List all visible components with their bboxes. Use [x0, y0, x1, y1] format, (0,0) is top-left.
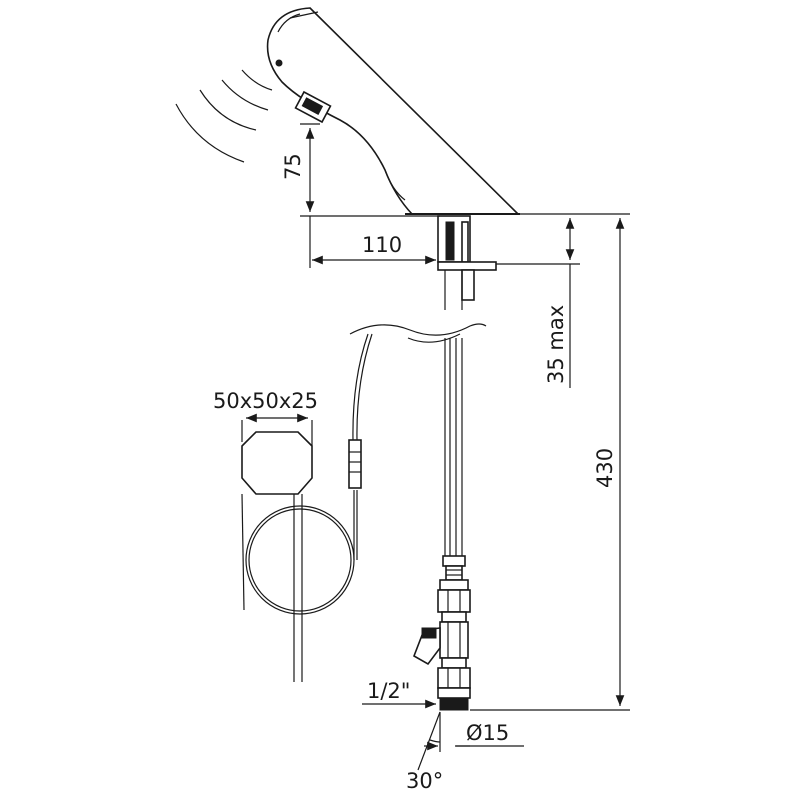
sensor-eye — [275, 59, 283, 67]
dim-diameter-label: Ø15 — [466, 721, 509, 745]
flexible-hose — [442, 338, 466, 581]
thread-connector — [439, 697, 469, 711]
dim-deck-thickness: 35 max — [496, 213, 630, 388]
dim-box-size: 50x50x25 — [213, 389, 318, 446]
faucet-spout — [266, 7, 520, 215]
mounting-shank — [437, 215, 497, 310]
dim-spout-reach: 110 — [309, 216, 436, 268]
dim-110-label: 110 — [362, 233, 402, 257]
break-line — [349, 323, 487, 336]
dim-sensor-height: 75 — [281, 123, 440, 217]
dim-75-label: 75 — [281, 153, 305, 180]
dim-50x50x25-label: 50x50x25 — [213, 389, 318, 413]
sensor-waves — [175, 69, 273, 163]
dim-thread: 1/2" — [362, 679, 436, 709]
dim-pipe-diameter: Ø15 — [424, 712, 524, 752]
dim-total-height: 430 — [470, 218, 630, 711]
sensor-window — [294, 90, 332, 124]
dim-35max-label: 35 max — [544, 305, 568, 384]
cable-coil — [241, 490, 358, 682]
fixing-washer — [437, 261, 497, 271]
dim-430-label: 430 — [593, 448, 617, 488]
dim-angle-label: 30° — [406, 769, 443, 793]
cable-connector — [348, 333, 373, 489]
electronic-box — [241, 431, 313, 495]
dim-thread-label: 1/2" — [367, 679, 410, 703]
dim-angle: 30° — [406, 711, 443, 793]
stop-valve — [413, 579, 471, 711]
fixing-rod — [461, 269, 475, 301]
